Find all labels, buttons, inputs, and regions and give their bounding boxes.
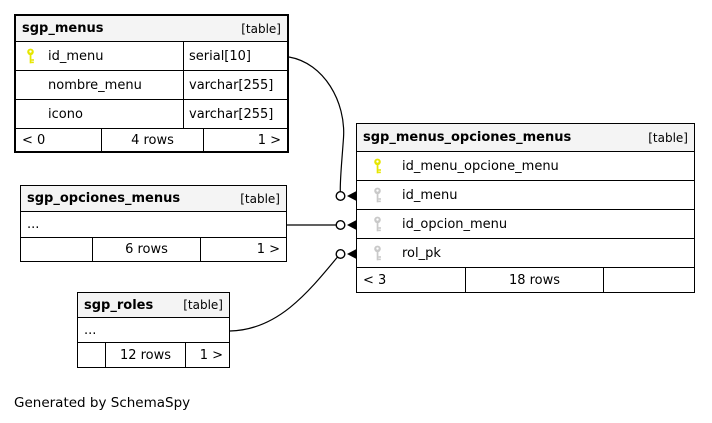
table-header: sgp_menus_opciones_menus [table] (357, 124, 694, 152)
column-type: serial[10] (183, 42, 287, 70)
table-type-badge: [table] (183, 298, 223, 312)
collapsed-columns-row: ... (21, 212, 286, 238)
collapsed-columns-ellipsis: ... (27, 217, 40, 232)
footer-parents-count: < 3 (363, 272, 387, 288)
footer-children-count: 1 > (185, 343, 229, 367)
column-name: id_menu (48, 48, 104, 64)
foreign-key-icon (371, 245, 383, 261)
table-footer: 12 rows 1 > (78, 343, 229, 367)
table-header: sgp_roles [table] (78, 293, 229, 318)
column-name: id_menu (402, 187, 458, 203)
column-name: id_menu_opcione_menu (402, 158, 559, 174)
table-type-badge: [table] (241, 21, 281, 36)
column-name: id_opcion_menu (402, 216, 508, 232)
table-type-badge: [table] (240, 191, 280, 206)
table-node-sgp-opciones-menus[interactable]: sgp_opciones_menus [table] ... 6 rows 1 … (20, 185, 287, 262)
relationship-line-menus-to-join (288, 56, 345, 192)
table-footer: < 3 18 rows (357, 268, 694, 292)
footer-row-count: 6 rows (92, 238, 200, 261)
footer-children-count: 1 > (200, 238, 286, 261)
footer-row-count: 4 rows (101, 129, 203, 151)
zero-or-more-circle-icon (335, 219, 346, 230)
footer-children-count: 1 > (203, 129, 287, 151)
table-title[interactable]: sgp_roles (84, 297, 154, 313)
foreign-key-icon (371, 216, 383, 232)
table-node-sgp-menus[interactable]: sgp_menus [table] id_menu serial[10] nom… (14, 14, 289, 153)
zero-or-more-circle-icon (335, 248, 346, 259)
primary-key-icon (24, 48, 36, 64)
table-header: sgp_menus [table] (16, 16, 287, 42)
column-name: rol_pk (402, 245, 441, 261)
footer-row-count: 12 rows (105, 343, 185, 367)
table-title[interactable]: sgp_opciones_menus (27, 191, 181, 206)
footer-parents-count (78, 343, 105, 367)
primary-key-icon (371, 158, 383, 174)
footer-row-count: 18 rows (465, 268, 603, 292)
collapsed-columns-ellipsis: ... (84, 322, 97, 338)
column-row-id-opcion-menu: id_opcion_menu (357, 210, 694, 239)
table-title[interactable]: sgp_menus (22, 21, 104, 36)
foreign-key-icon (371, 187, 383, 203)
column-row-id-menu: id_menu (357, 181, 694, 210)
column-row-id-menu-opcione-menu: id_menu_opcione_menu (357, 152, 694, 181)
footer-parents-count: < 0 (22, 132, 46, 148)
column-name: icono (48, 106, 83, 122)
column-name: nombre_menu (48, 77, 142, 93)
generated-by-note: Generated by SchemaSpy (14, 395, 191, 411)
column-row-icono: icono varchar[255] (16, 100, 287, 129)
table-node-sgp-menus-opciones-menus[interactable]: sgp_menus_opciones_menus [table] id_menu… (356, 123, 695, 293)
table-title[interactable]: sgp_menus_opciones_menus (363, 130, 572, 145)
column-type: varchar[255] (183, 100, 287, 128)
arrowhead-icon (347, 220, 357, 230)
arrowhead-icon (347, 191, 357, 201)
relationship-line-roles-to-join (229, 256, 338, 332)
column-type: varchar[255] (183, 71, 287, 99)
column-row-id-menu: id_menu serial[10] (16, 42, 287, 71)
arrowhead-icon (347, 249, 357, 259)
column-row-nombre-menu: nombre_menu varchar[255] (16, 71, 287, 100)
table-type-badge: [table] (648, 130, 688, 145)
table-footer: 6 rows 1 > (21, 238, 286, 261)
footer-parents-count (21, 238, 92, 261)
footer-children-count (603, 268, 694, 292)
table-header: sgp_opciones_menus [table] (21, 186, 286, 212)
table-footer: < 0 4 rows 1 > (16, 129, 287, 151)
column-row-rol-pk: rol_pk (357, 239, 694, 268)
collapsed-columns-row: ... (78, 318, 229, 343)
zero-or-more-circle-icon (335, 190, 346, 201)
table-node-sgp-roles[interactable]: sgp_roles [table] ... 12 rows 1 > (77, 292, 230, 368)
